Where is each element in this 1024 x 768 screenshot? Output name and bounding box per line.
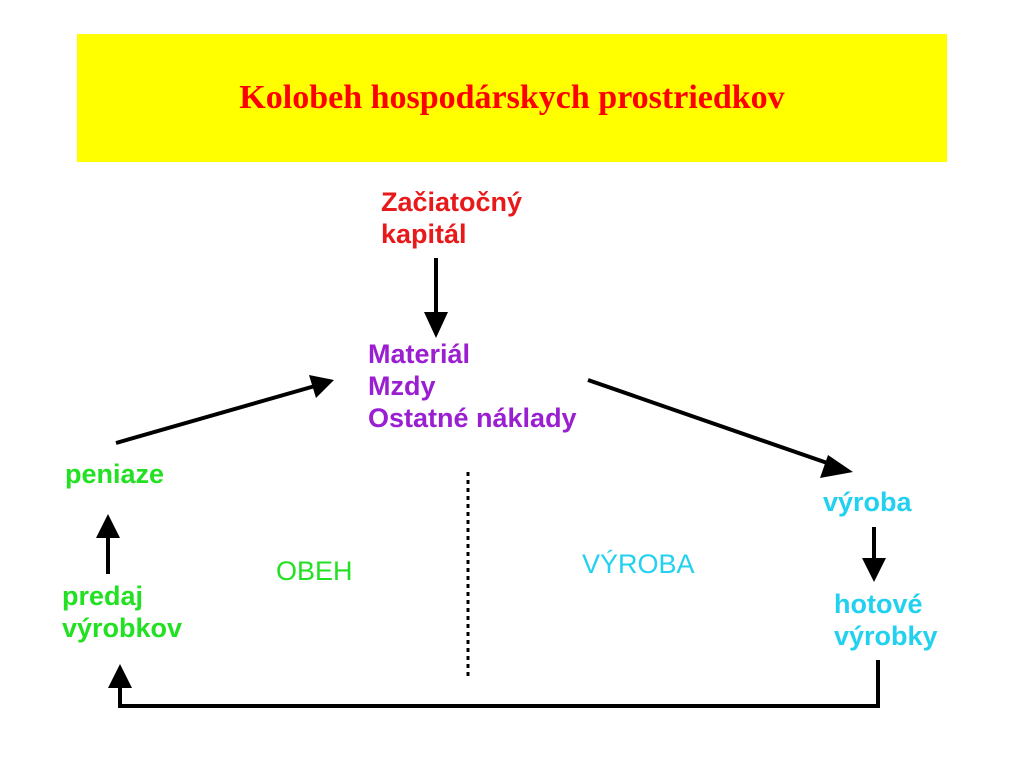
arrow-finished-to-sale: [108, 660, 880, 708]
finished-products-label: hotové výrobky: [834, 588, 938, 652]
arrow-costs-to-production: [587, 378, 853, 478]
region-production: VÝROBA: [582, 549, 695, 579]
sale-label: predaj výrobkov: [62, 580, 182, 644]
arrow-sale-to-money: [96, 514, 120, 574]
production-label: výroba: [823, 486, 912, 518]
arrow-capital-to-costs: [424, 258, 448, 338]
finished-line1: hotové: [834, 589, 923, 619]
costs-material: Materiál: [368, 339, 471, 369]
sale-line1: predaj: [62, 581, 144, 611]
start-capital-line1: Začiatočný: [381, 187, 523, 217]
finished-line2: výrobky: [834, 621, 938, 651]
region-circulation: OBEH: [276, 556, 353, 586]
sale-line2: výrobkov: [62, 613, 183, 643]
costs-label: Materiál Mzdy Ostatné náklady: [368, 338, 577, 434]
production-text: výroba: [823, 487, 912, 517]
costs-wages: Mzdy: [368, 371, 436, 401]
arrow-production-to-finished: [862, 527, 886, 582]
start-capital-line2: kapitál: [381, 219, 467, 249]
arrow-money-to-costs: [115, 375, 334, 445]
costs-other: Ostatné náklady: [368, 403, 577, 433]
title-banner: Kolobeh hospodárskych prostriedkov: [77, 34, 947, 162]
money-label: peniaze: [65, 458, 164, 490]
money-text: peniaze: [65, 459, 165, 489]
slide-title: Kolobeh hospodárskych prostriedkov: [239, 79, 785, 116]
start-capital-label: Začiatočný kapitál: [381, 186, 522, 250]
